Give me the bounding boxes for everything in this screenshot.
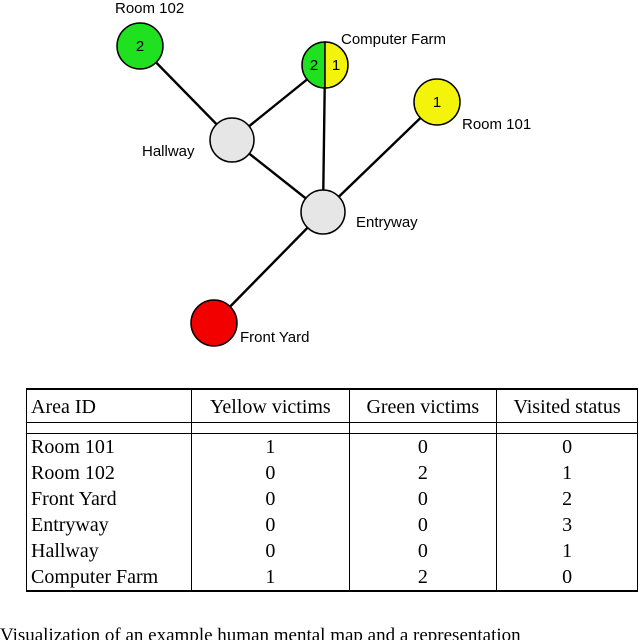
cell-green-victims: 2 bbox=[348, 564, 497, 591]
cell-green-victims: 0 bbox=[348, 512, 497, 538]
node-computer-farm-label: Computer Farm bbox=[341, 31, 446, 48]
area-table-container: Area ID Yellow victims Green victims Vis… bbox=[25, 388, 638, 592]
cell-visited-status: 1 bbox=[496, 460, 638, 486]
header-visited-status: Visited status bbox=[496, 389, 638, 423]
cell-area-id: Entryway bbox=[25, 512, 192, 538]
cell-area-id: Computer Farm bbox=[25, 564, 192, 591]
cell-visited-status: 0 bbox=[496, 564, 638, 591]
cell-yellow-victims: 1 bbox=[191, 564, 350, 591]
node-hallway bbox=[209, 117, 255, 163]
node-front-yard bbox=[190, 299, 238, 347]
table-row: Room 101 1 0 0 bbox=[25, 433, 638, 460]
node-room-101 bbox=[413, 78, 461, 126]
cell-visited-status: 2 bbox=[496, 486, 638, 512]
cell-visited-status: 1 bbox=[496, 538, 638, 564]
cell-yellow-victims: 1 bbox=[191, 433, 350, 460]
table-row: Computer Farm 1 2 0 bbox=[25, 564, 638, 591]
cell-green-victims: 0 bbox=[348, 433, 497, 460]
cell-yellow-victims: 0 bbox=[191, 486, 350, 512]
cell-area-id: Front Yard bbox=[25, 486, 192, 512]
cell-yellow-victims: 0 bbox=[191, 460, 350, 486]
node-computer-farm-green-half bbox=[301, 41, 326, 89]
cell-area-id: Room 102 bbox=[25, 460, 192, 486]
table-row: Hallway 0 0 1 bbox=[25, 538, 638, 564]
figure-caption: Visualization of an example human mental… bbox=[0, 626, 521, 640]
area-table: Area ID Yellow victims Green victims Vis… bbox=[25, 388, 638, 592]
cell-visited-status: 3 bbox=[496, 512, 638, 538]
header-separator bbox=[25, 422, 638, 434]
cell-area-id: Hallway bbox=[25, 538, 192, 564]
cell-yellow-victims: 0 bbox=[191, 512, 350, 538]
edge-entryway-front-yard bbox=[213, 211, 324, 324]
header-area-id: Area ID bbox=[25, 389, 192, 423]
cell-green-victims: 0 bbox=[348, 486, 497, 512]
header-green-victims: Green victims bbox=[348, 389, 497, 423]
node-computer-farm-yellow-half bbox=[324, 41, 349, 89]
table-row: Entryway 0 0 3 bbox=[25, 512, 638, 538]
node-room-102-label: Room 102 bbox=[115, 0, 184, 17]
edge-computer-farm-entryway bbox=[321, 64, 327, 213]
table-header-row: Area ID Yellow victims Green victims Vis… bbox=[25, 389, 638, 423]
node-front-yard-label: Front Yard bbox=[240, 329, 309, 346]
node-room-102-count: 2 bbox=[136, 38, 144, 55]
node-room-101-label: Room 101 bbox=[462, 116, 531, 133]
node-room-101-count: 1 bbox=[433, 94, 441, 111]
cell-visited-status: 0 bbox=[496, 433, 638, 460]
cell-yellow-victims: 0 bbox=[191, 538, 350, 564]
cell-area-id: Room 101 bbox=[25, 433, 192, 460]
header-yellow-victims: Yellow victims bbox=[191, 389, 350, 423]
node-room-102 bbox=[116, 22, 164, 70]
node-computer-farm bbox=[301, 41, 349, 89]
node-computer-farm-green-count: 2 bbox=[310, 57, 318, 74]
node-entryway bbox=[300, 189, 346, 235]
edge-room101-entryway bbox=[322, 101, 438, 213]
area-graph: 2 Room 102 2 1 Computer Farm 1 Room 101 … bbox=[115, 0, 531, 347]
table-row: Room 102 0 2 1 bbox=[25, 460, 638, 486]
node-hallway-label: Hallway bbox=[142, 143, 195, 160]
table-row: Front Yard 0 0 2 bbox=[25, 486, 638, 512]
node-entryway-label: Entryway bbox=[356, 214, 418, 231]
cell-green-victims: 0 bbox=[348, 538, 497, 564]
cell-green-victims: 2 bbox=[348, 460, 497, 486]
node-computer-farm-yellow-count: 1 bbox=[332, 57, 340, 74]
